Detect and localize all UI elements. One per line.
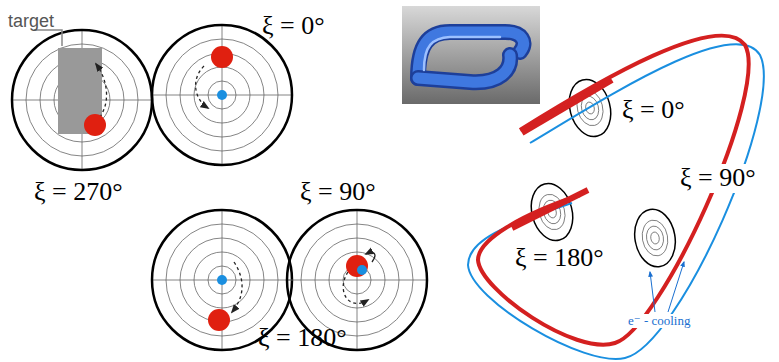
orbits xyxy=(468,36,764,359)
phase-label: ξ = 90° xyxy=(300,178,376,207)
phase-label: ξ = 0° xyxy=(262,12,325,41)
phase-label: ξ = 180° xyxy=(515,244,604,273)
phase-disc xyxy=(152,25,292,165)
leader-line xyxy=(34,30,62,46)
mini-disc xyxy=(630,206,679,270)
phase-label: ξ = 90° xyxy=(680,164,756,193)
phase-label: ξ = 180° xyxy=(258,324,347,353)
cooling-label: e⁻ - cooling xyxy=(628,314,690,328)
target-label: target xyxy=(8,12,54,32)
particles xyxy=(84,46,375,331)
tube-picture xyxy=(402,6,540,104)
phase-label: ξ = 0° xyxy=(622,96,685,125)
phase-label: ξ = 270° xyxy=(34,178,123,207)
phase-disc xyxy=(12,30,152,170)
